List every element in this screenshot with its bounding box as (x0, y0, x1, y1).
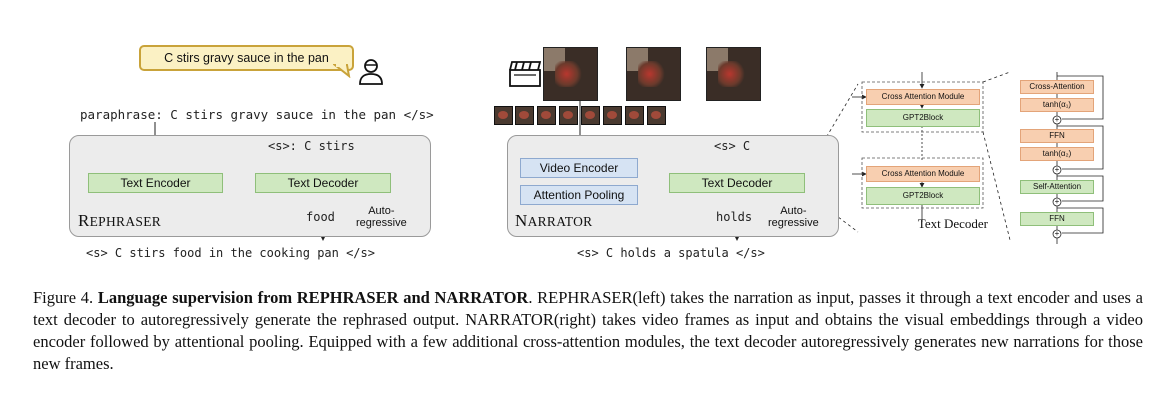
video-frame-2 (626, 47, 681, 101)
video-frame-1 (543, 47, 598, 101)
caption-bold: Language supervision from REPHRASER and … (97, 288, 529, 307)
bubble-text: C stirs gravy sauce in the pan (164, 51, 329, 65)
narration-speech-bubble: C stirs gravy sauce in the pan (139, 45, 354, 71)
ffn-box-green: FFN (1020, 212, 1094, 226)
gpt2block-1: GPT2Block (866, 109, 980, 127)
video-frame-1-region (544, 48, 566, 72)
video-frame-3 (706, 47, 761, 101)
rephraser-output-text: <s> C stirs food in the cooking pan </s> (86, 246, 375, 260)
rephraser-input-text: paraphrase: C stirs gravy sauce in the p… (80, 107, 434, 122)
residual-add-symbol: + (1054, 197, 1060, 206)
frame-thumbnail (603, 106, 622, 125)
frame-thumbnail (559, 106, 578, 125)
clapperboard-icon (509, 61, 542, 87)
person-icon (359, 59, 383, 85)
rephraser-autoregressive-label: Auto- regressive (356, 205, 407, 229)
residual-add-symbol: + (1054, 229, 1060, 238)
self-attention-box: Self-Attention (1020, 180, 1094, 194)
narrator-text-decoder: Text Decoder (669, 173, 805, 193)
frame-thumbnail (515, 106, 534, 125)
narrator-output-text: <s> C holds a spatula </s> (577, 246, 765, 260)
narrator-autoregressive-label: Auto- regressive (768, 205, 819, 229)
cross-attention-module-2: Cross Attention Module (866, 166, 980, 182)
text-decoder-detail-title: Text Decoder (917, 216, 988, 231)
frame-thumbnail (581, 106, 600, 125)
rephraser-token: food (306, 210, 335, 224)
rephraser-title: REPHRASER (78, 211, 161, 231)
rephraser-decoder-prefix: <s>: C stirs (268, 139, 355, 153)
frame-thumbnail (537, 106, 556, 125)
bubble-tail (333, 64, 351, 78)
residual-add-symbol: + (1054, 115, 1060, 124)
narrator-title: NARRATOR (515, 211, 592, 231)
cross-attention-box: Cross-Attention (1020, 80, 1094, 94)
frame-thumbnail (625, 106, 644, 125)
rephraser-text-decoder: Text Decoder (255, 173, 391, 193)
narrator-token: holds (716, 210, 753, 224)
ffn-box-orange: FFN (1020, 129, 1094, 143)
cross-attention-module-1: Cross Attention Module (866, 89, 980, 105)
video-frame-2-region (627, 48, 649, 72)
narrator-decoder-prefix: <s> C (714, 139, 751, 153)
caption-rest: . REPHRASER(left) takes the narration as… (33, 288, 1143, 373)
figure-caption: Figure 4. Language supervision from REPH… (33, 287, 1143, 375)
rephraser-text-encoder: Text Encoder (88, 173, 223, 193)
video-frame-3-region (707, 48, 729, 72)
video-encoder-box: Video Encoder (520, 158, 638, 178)
narrator-title-initial: N (515, 211, 528, 230)
caption-label: Figure 4. (33, 288, 94, 307)
tanh-alpha2-box: tanh(α₂) (1020, 147, 1094, 161)
residual-add-symbol: + (1054, 165, 1060, 174)
rephraser-title-initial: R (78, 211, 90, 230)
tanh-alpha1-box: tanh(α₁) (1020, 98, 1094, 112)
frame-thumbnail (494, 106, 513, 125)
frame-thumbnail (647, 106, 666, 125)
narrator-title-rest: ARRATOR (527, 214, 593, 229)
attention-pooling-box: Attention Pooling (520, 185, 638, 205)
gpt2block-2: GPT2Block (866, 187, 980, 205)
rephraser-title-rest: EPHRASER (89, 214, 162, 229)
